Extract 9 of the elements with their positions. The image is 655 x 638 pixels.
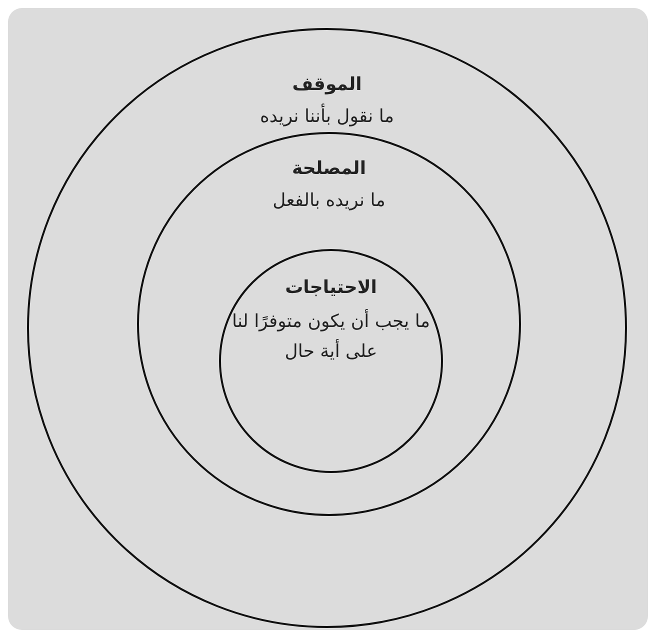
circle — [219, 249, 443, 473]
circle-heading: المصلحة — [292, 157, 366, 181]
circle-text: ما نقول بأننا نريده — [260, 102, 394, 132]
circle-text: ما يجب أن يكون متوفرًا لنا على أية حال — [231, 308, 431, 364]
circle-heading: الاحتياجات — [285, 276, 377, 300]
circle-text: ما نريده بالفعل — [272, 189, 386, 213]
circle-heading: الموقف — [292, 73, 362, 97]
circle — [137, 132, 521, 516]
circle — [27, 28, 627, 628]
